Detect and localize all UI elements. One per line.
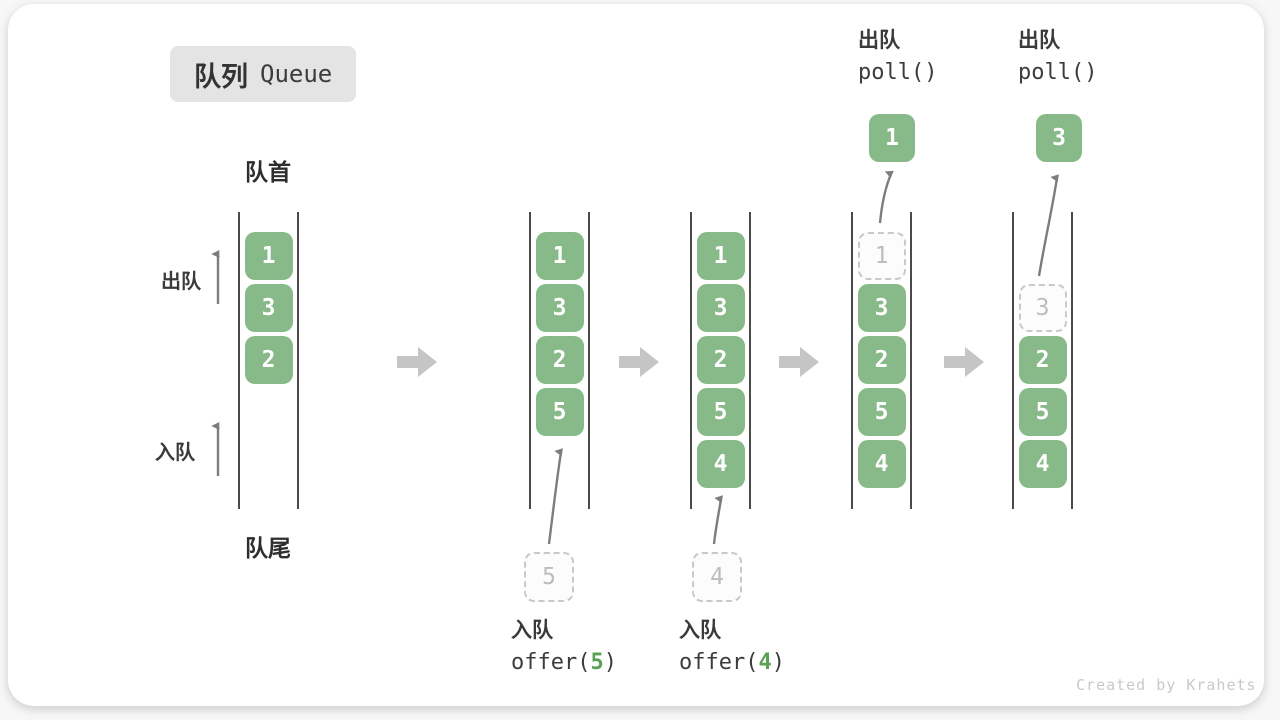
queue-item: 2	[244, 336, 293, 384]
queue-item: 2	[696, 336, 745, 384]
dequeue-op-label: 出队 poll()	[1018, 30, 1097, 84]
flow-arrow-icon	[944, 345, 984, 379]
title-badge: 队列 Queue	[170, 46, 357, 102]
queue-item: 4	[857, 440, 906, 488]
queue-item: 1	[696, 232, 745, 280]
op-arg: 4	[758, 650, 772, 675]
incoming-item: 5	[524, 552, 574, 602]
queue-column-5	[1012, 212, 1073, 509]
queue-item: 3	[244, 284, 293, 332]
queue-item: 4	[1018, 440, 1067, 488]
op-label-zh: 出队	[858, 29, 900, 52]
op-label-code: offer(5)	[511, 650, 617, 675]
queue-item: 2	[1018, 336, 1067, 384]
enqueue-op-label: 入队 offer(5)	[511, 620, 617, 674]
queue-item: 2	[535, 336, 584, 384]
op-label-code: poll()	[858, 60, 938, 85]
queue-item: 2	[857, 336, 906, 384]
op-label-code: poll()	[1018, 60, 1098, 85]
queue-item: 5	[696, 388, 745, 436]
op-label-zh: 出队	[1018, 29, 1060, 52]
op-label-zh: 入队	[511, 619, 553, 642]
queue-item: 3	[696, 284, 745, 332]
credit-text: Created by Krahets	[1076, 676, 1257, 694]
dequeue-direction-label: 出队	[161, 271, 201, 293]
op-label-zh: 入队	[679, 619, 721, 642]
queue-item: 5	[857, 388, 906, 436]
queue-column-3	[690, 212, 751, 509]
queue-front-label: 队首	[245, 159, 291, 185]
dequeue-op-label: 出队 poll()	[858, 30, 937, 84]
queue-item: 3	[857, 284, 906, 332]
flow-arrow-icon	[619, 345, 659, 379]
queue-item: 1	[535, 232, 584, 280]
flow-arrow-icon	[397, 345, 437, 379]
dequeued-item: 3	[1036, 114, 1082, 162]
enqueue-op-label: 入队 offer(4)	[679, 620, 785, 674]
op-arg: 5	[590, 650, 604, 675]
queue-item: 4	[696, 440, 745, 488]
queue-column-1	[238, 212, 299, 509]
op-label-code: offer(4)	[679, 650, 785, 675]
queue-column-2	[529, 212, 590, 509]
incoming-item: 4	[692, 552, 742, 602]
dequeued-item: 1	[869, 114, 915, 162]
queue-item: 3	[535, 284, 584, 332]
queue-item: 5	[535, 388, 584, 436]
queue-item-dashed: 3	[1018, 284, 1067, 332]
flow-arrow-icon	[779, 345, 819, 379]
title-zh: 队列	[194, 61, 248, 92]
queue-rear-label: 队尾	[245, 535, 291, 561]
title-en: Queue	[260, 60, 333, 88]
queue-item: 1	[244, 232, 293, 280]
queue-column-4	[851, 212, 912, 509]
enqueue-direction-label: 入队	[155, 442, 195, 464]
queue-item-dashed: 1	[857, 232, 906, 280]
queue-item: 5	[1018, 388, 1067, 436]
